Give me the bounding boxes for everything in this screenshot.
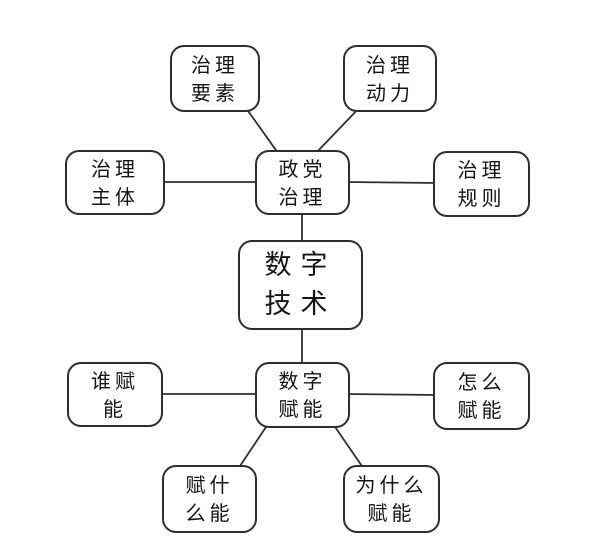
node-governance-elements: 治理 要素	[170, 45, 260, 112]
node-label-line: 治理	[366, 52, 414, 77]
node-who-empowers: 谁赋 能	[67, 362, 163, 427]
edge-elements-party	[245, 107, 279, 154]
node-governance-rules: 治理 规则	[433, 151, 530, 217]
node-label-line: 规则	[457, 186, 506, 210]
node-label-line: 要素	[191, 80, 239, 105]
node-why-empower: 为什么 赋能	[343, 465, 440, 533]
node-label-line: 谁赋	[91, 368, 139, 393]
node-label-line: 赋能	[457, 398, 506, 422]
edge-empowerment-why	[332, 423, 365, 470]
node-label-line: 治理	[278, 184, 327, 209]
node-label-line: 数字	[278, 369, 327, 393]
node-label-line: 治理	[191, 52, 239, 77]
node-label-line: 为什么	[355, 473, 428, 497]
node-how-to-empower: 怎么 赋能	[433, 362, 530, 430]
node-digital-empowerment: 数字 赋能	[255, 362, 350, 428]
node-label-line: 主体	[91, 184, 139, 209]
node-label-line: 怎么	[457, 370, 506, 394]
node-label-line: 赋能	[367, 501, 416, 525]
node-governance-dynamics: 治理 动力	[343, 45, 437, 112]
node-label-line: 政党	[278, 156, 327, 181]
node-label-line: 么能	[185, 501, 234, 525]
node-label-line: 动力	[366, 80, 414, 105]
node-label-line: 数字	[264, 250, 337, 281]
node-empower-what: 赋什 么能	[162, 465, 257, 533]
node-label-line: 治理	[457, 158, 506, 182]
node-party-governance: 政党 治理	[255, 150, 350, 215]
edge-empowerment-how	[344, 393, 439, 396]
node-label-line: 赋能	[278, 397, 327, 421]
edge-empowerment-what	[237, 423, 269, 470]
edge-dynamics-party	[315, 105, 362, 154]
node-label-line: 治理	[91, 156, 139, 181]
node-label-line: 技术	[264, 289, 337, 320]
node-label-line: 赋什	[185, 473, 234, 497]
node-digital-technology: 数字 技术	[238, 240, 363, 330]
node-governance-subjects: 治理 主体	[65, 150, 165, 215]
edge-party-rules	[344, 181, 439, 184]
node-label-line: 能	[103, 396, 127, 421]
